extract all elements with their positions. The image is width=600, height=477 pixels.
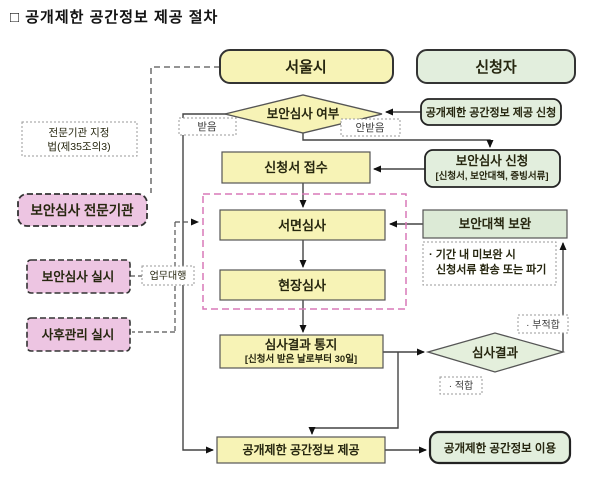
branch-unsuitable-label: · 부적합 <box>526 319 560 331</box>
node-request-label: 공개제한 공간정보 제공 신청 <box>426 105 557 119</box>
agency-label: 업무대행 <box>150 269 187 282</box>
node-security-measure-fix <box>422 209 568 239</box>
node-result-notice <box>219 334 384 369</box>
branch-unsuitable-box <box>517 314 569 334</box>
branch-not-received-box <box>340 118 401 137</box>
expert-note-box <box>21 121 138 157</box>
decision-security-review-check-label: 보안심사 여부 <box>267 106 340 121</box>
node-use <box>428 430 572 465</box>
branch-not-received-label: 안받음 <box>356 122 385 134</box>
branch-suitable-label: · 적합 <box>449 380 474 392</box>
decision-review-result <box>425 332 566 373</box>
node-post-manage-exec <box>26 317 131 352</box>
fix-note-line2: 신청서류 환송 또는 파기 <box>436 262 546 276</box>
lane-seoul <box>219 49 394 84</box>
node-request <box>420 98 562 126</box>
expert-note-line1: 전문기관 지정 <box>49 127 110 139</box>
node-field-review <box>219 269 386 301</box>
node-security-review-exec-label: 보안심사 실시 <box>42 269 114 284</box>
node-security-review-apply-label: 보안심사 신청 <box>456 153 528 168</box>
page-title: □ 공개제한 공간정보 제공 절차 <box>10 9 219 26</box>
connector-notreceived-to-apply <box>302 133 494 148</box>
node-provide-label: 공개제한 공간정보 제공 <box>242 442 359 457</box>
decision-security-review-check <box>224 94 383 134</box>
branch-suitable-box <box>439 376 483 395</box>
node-use-label: 공개제한 공간정보 이용 <box>444 441 557 455</box>
node-security-review-apply <box>424 149 561 188</box>
node-security-review-exec <box>26 259 131 294</box>
connector-suitable-to-provide <box>308 352 399 435</box>
branch-received-label: 받음 <box>197 121 217 133</box>
fix-note-box <box>422 241 557 286</box>
node-expert-org <box>17 193 148 227</box>
node-document-review-label: 서면심사 <box>278 218 326 233</box>
agency-label-box <box>141 265 195 286</box>
decision-review-result-label: 심사결과 <box>472 345 519 360</box>
node-result-notice-sub: [신청서 받은 날로부터 30일] <box>245 353 357 365</box>
fix-note-line1: · 기간 내 미보완 시 <box>429 247 516 261</box>
node-post-manage-exec-label: 사후관리 실시 <box>42 327 114 342</box>
lane-applicant-label: 신청자 <box>475 59 517 76</box>
node-document-review <box>219 209 386 241</box>
node-result-notice-label: 심사결과 통지 <box>265 337 337 352</box>
lane-seoul-label: 서울시 <box>285 59 326 76</box>
node-expert-org-label: 보안심사 전문기관 <box>30 202 134 218</box>
node-provide <box>216 436 386 464</box>
review-region-frame <box>202 193 407 310</box>
connector-seoul-expert-org <box>150 66 220 193</box>
node-security-review-apply-sub: [신청서, 보안대책, 증빙서류] <box>435 170 548 182</box>
node-security-measure-fix-label: 보안대책 보완 <box>459 216 532 231</box>
node-application-receipt <box>221 151 371 184</box>
branch-received-box <box>178 117 237 136</box>
node-field-review-label: 현장심사 <box>278 278 326 293</box>
node-application-receipt-label: 신청서 접수 <box>264 160 327 175</box>
expert-note-line2: 법(제35조의3) <box>47 141 110 153</box>
lane-applicant <box>416 49 576 84</box>
